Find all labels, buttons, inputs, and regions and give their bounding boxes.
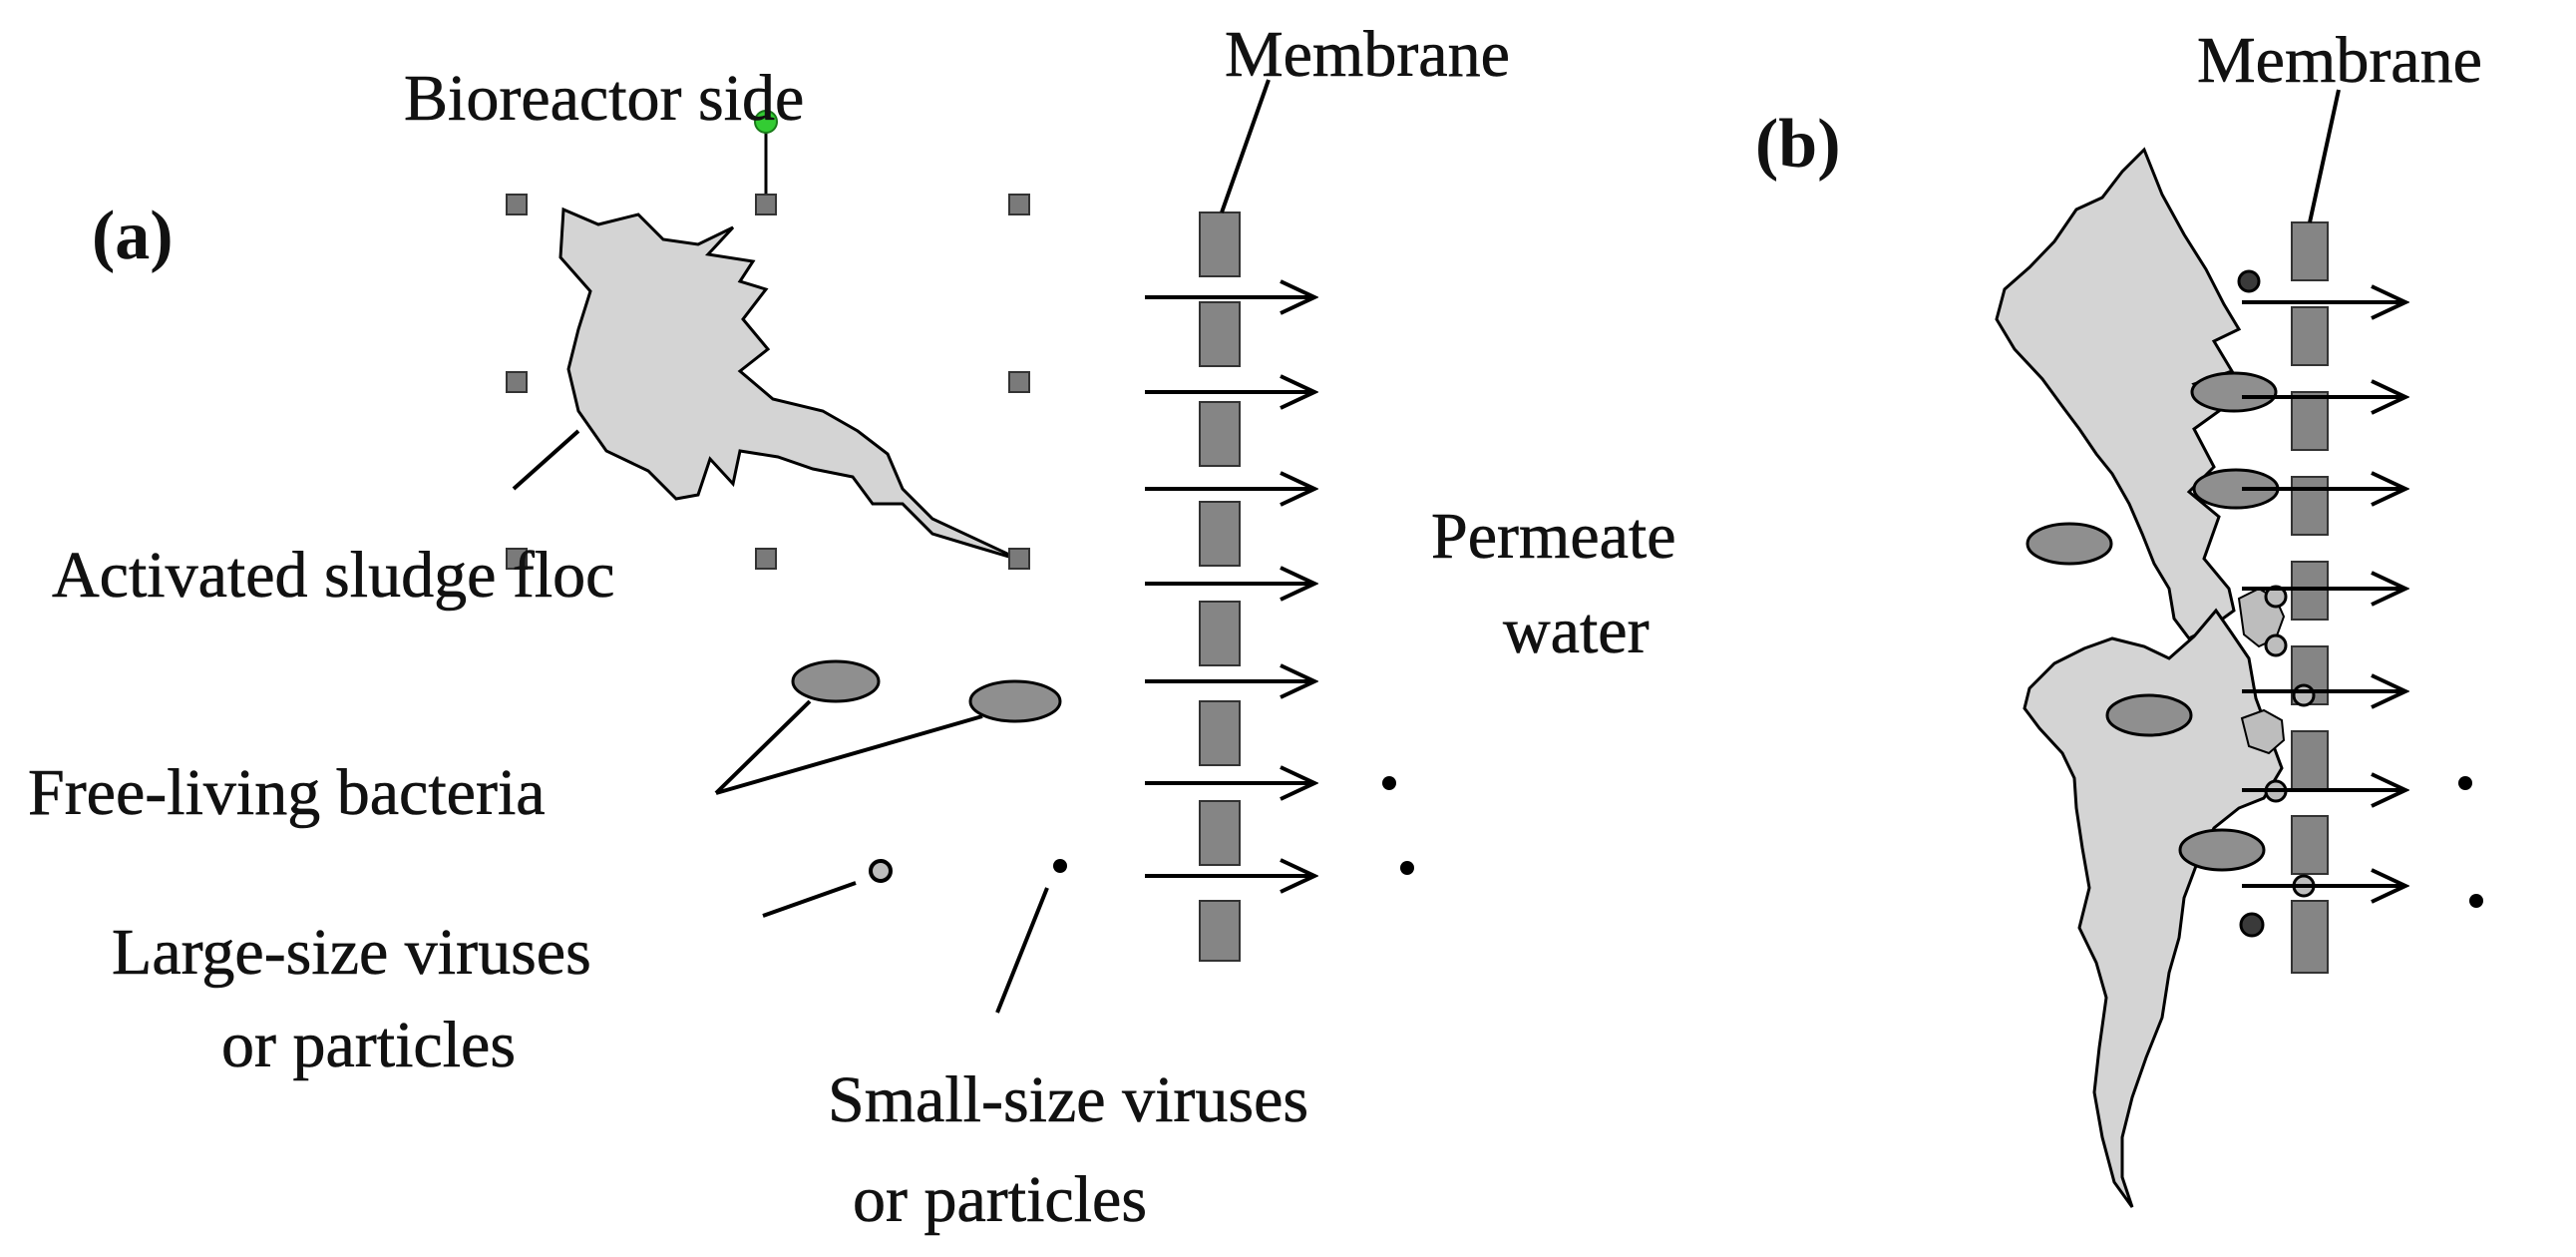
free-bacterium	[2025, 522, 2113, 566]
membrane-segment	[2291, 476, 2329, 536]
panel-b	[1995, 89, 2483, 1208]
free-bacterium	[791, 659, 881, 703]
resize-handle	[1008, 371, 1030, 393]
sludge-floc-a	[558, 207, 1023, 563]
permeate-water-label-line1: Permeate	[1431, 500, 1676, 573]
passed-small-virus	[2469, 894, 2483, 908]
membrane-segment	[1199, 700, 1241, 766]
large-virus	[2292, 683, 2316, 707]
bioreactor-side-label: Bioreactor side	[404, 62, 805, 135]
membrane-label-a: Membrane	[1225, 18, 1510, 91]
small-virus	[1053, 859, 1067, 873]
rotation-handle	[754, 110, 778, 134]
free-bacterium	[2178, 828, 2266, 872]
membrane-segment	[1199, 211, 1241, 277]
panel-label-a: (a)	[92, 198, 174, 274]
foulant-cluster	[2240, 708, 2286, 755]
small-virus-leader	[995, 887, 1049, 1014]
membrane-segment	[2291, 900, 2329, 974]
large-virus	[869, 859, 893, 883]
large-virus	[2237, 269, 2261, 293]
resize-handle	[1008, 548, 1030, 570]
flow-arrows-a	[1145, 297, 1314, 876]
resize-handle	[506, 548, 528, 570]
sludge-floc-label: Activated sludge floc	[52, 539, 615, 612]
free-bacterium	[2190, 371, 2278, 413]
membrane-segment	[1199, 601, 1241, 666]
membrane-a	[1199, 211, 1241, 962]
membrane-segment	[2291, 730, 2329, 790]
cake-floc-lower	[2023, 608, 2284, 1208]
selection-handles	[506, 110, 1030, 570]
resize-handle	[506, 371, 528, 393]
free-bacterium	[2105, 693, 2193, 737]
large-viruses-label-line2: or particles	[221, 1009, 517, 1081]
membrane-segment	[2291, 221, 2329, 281]
membrane-segment	[1199, 401, 1241, 467]
small-viruses-label-line2: or particles	[853, 1163, 1148, 1236]
large-virus	[2264, 633, 2288, 657]
free-bacteria-label: Free-living bacteria	[28, 756, 546, 829]
resize-handle	[1008, 194, 1030, 215]
panel-label-b: (b)	[1755, 106, 1841, 183]
membrane-segment	[2291, 815, 2329, 875]
large-virus	[2239, 912, 2265, 938]
membrane-segment	[2291, 391, 2329, 451]
membrane-segment	[1199, 501, 1241, 567]
free-bacterium	[968, 679, 1062, 723]
resize-handle	[506, 194, 528, 215]
membrane-leader-b	[2308, 89, 2341, 223]
passed-small-virus	[1400, 861, 1414, 875]
permeate-water-label-line2: water	[1503, 595, 1650, 667]
small-viruses-label-line1: Small-size viruses	[828, 1063, 1309, 1136]
flow-arrows-b	[2242, 302, 2405, 886]
membrane-segment	[1199, 800, 1241, 866]
cake-floc-upper	[1995, 147, 2242, 640]
membrane-label-b: Membrane	[2197, 24, 2482, 97]
bacteria-leader	[715, 714, 983, 795]
membrane-b	[2291, 221, 2329, 974]
bacteria-leader	[714, 699, 812, 795]
passed-small-virus	[2458, 776, 2472, 790]
sludge-floc-leader	[512, 429, 580, 491]
resize-handle	[755, 194, 777, 215]
membrane-segment	[1199, 301, 1241, 367]
passed-small-virus	[1382, 776, 1396, 790]
panel-a	[506, 79, 1414, 1014]
resize-handle	[755, 548, 777, 570]
large-virus-leader	[762, 881, 857, 918]
membrane-segment	[2291, 306, 2329, 366]
large-viruses-label-line1: Large-size viruses	[112, 916, 591, 989]
membrane-leader-a	[1220, 79, 1271, 213]
membrane-segment	[1199, 900, 1241, 962]
